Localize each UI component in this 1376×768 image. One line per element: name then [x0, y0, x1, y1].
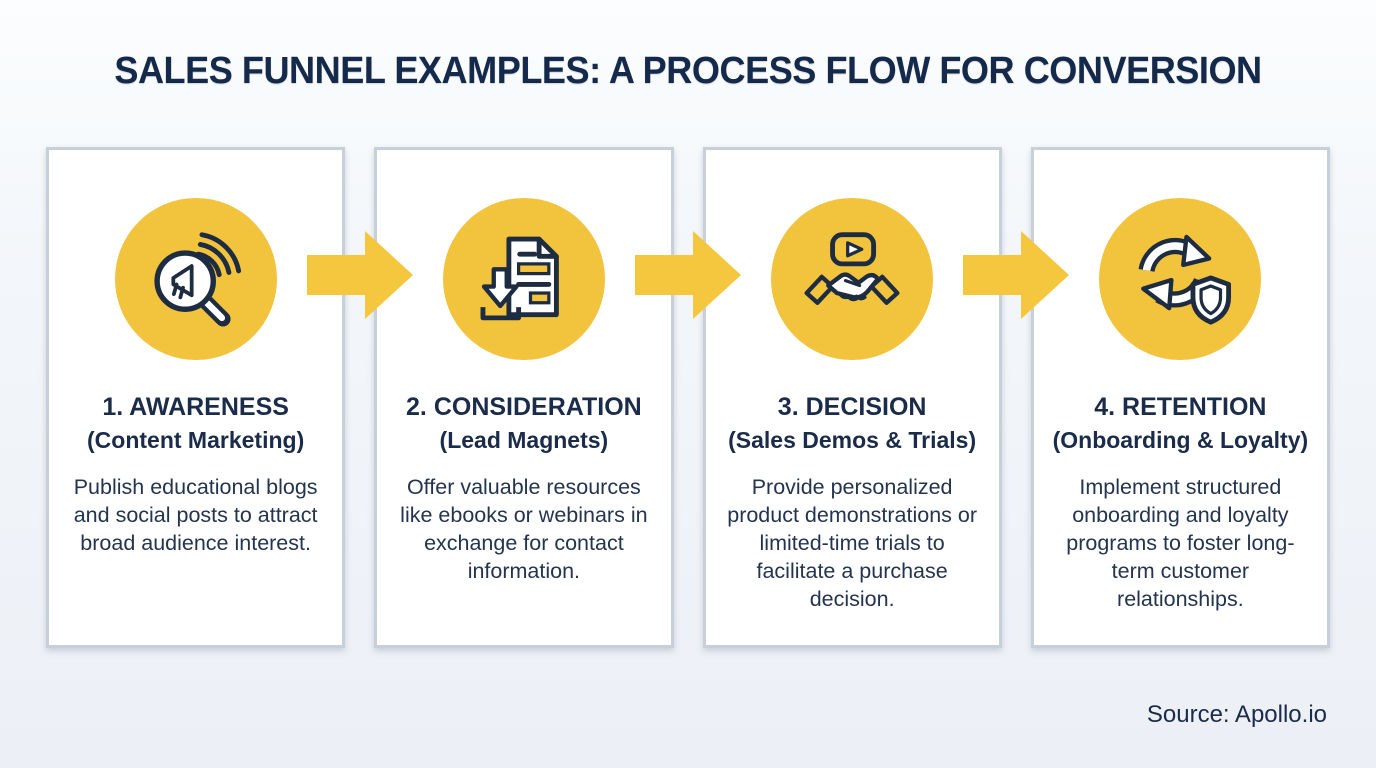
- cycle-shield-icon: [1138, 234, 1232, 325]
- stage-subtitle: (Onboarding & Loyalty): [1052, 426, 1309, 453]
- flow-arrow-icon: [307, 231, 413, 319]
- flow-arrow-icon: [963, 231, 1069, 319]
- stage-title: 4. RETENTION: [1094, 393, 1267, 421]
- stage-icon-circle: [771, 198, 934, 360]
- stage-icon-circle: [442, 198, 605, 360]
- stage-subtitle: (Lead Magnets): [439, 426, 609, 453]
- funnel-stages-row: 1. AWARENESS (Content Marketing) Publish…: [46, 147, 1330, 648]
- stage-title: 1. AWARENESS: [102, 393, 289, 421]
- flow-arrow-icon: [635, 231, 741, 319]
- source-credit: Source: Apollo.io: [1146, 701, 1327, 728]
- video-handshake-icon: [804, 232, 900, 305]
- stage-icon-circle: [1099, 198, 1262, 360]
- stage-card-awareness: 1. AWARENESS (Content Marketing) Publish…: [46, 147, 346, 648]
- stage-subtitle: (Sales Demos & Trials): [728, 426, 977, 453]
- stage-description: Publish educational blogs and social pos…: [73, 475, 318, 556]
- megaphone-search-icon: [154, 232, 241, 327]
- stage-title: 2. CONSIDERATION: [406, 393, 642, 421]
- stage-card-decision: 3. DECISION (Sales Demos & Trials) Provi…: [702, 147, 1002, 648]
- document-download-icon: [480, 236, 559, 321]
- page-title: SALES FUNNEL EXAMPLES: A PROCESS FLOW FO…: [114, 50, 1262, 92]
- stage-title: 3. DECISION: [777, 393, 927, 421]
- stage-icon-circle: [114, 198, 277, 360]
- stage-card-consideration: 2. CONSIDERATION (Lead Magnets) Offer va…: [374, 147, 674, 648]
- stage-description: Provide personalized product demonstrati…: [727, 475, 978, 612]
- stage-description: Implement structured onboarding and loya…: [1066, 475, 1295, 612]
- stage-card-retention: 4. RETENTION (Onboarding & Loyalty) Impl…: [1030, 147, 1330, 648]
- stage-subtitle: (Content Marketing): [87, 426, 305, 453]
- stage-description: Offer valuable resources like ebooks or …: [400, 475, 648, 584]
